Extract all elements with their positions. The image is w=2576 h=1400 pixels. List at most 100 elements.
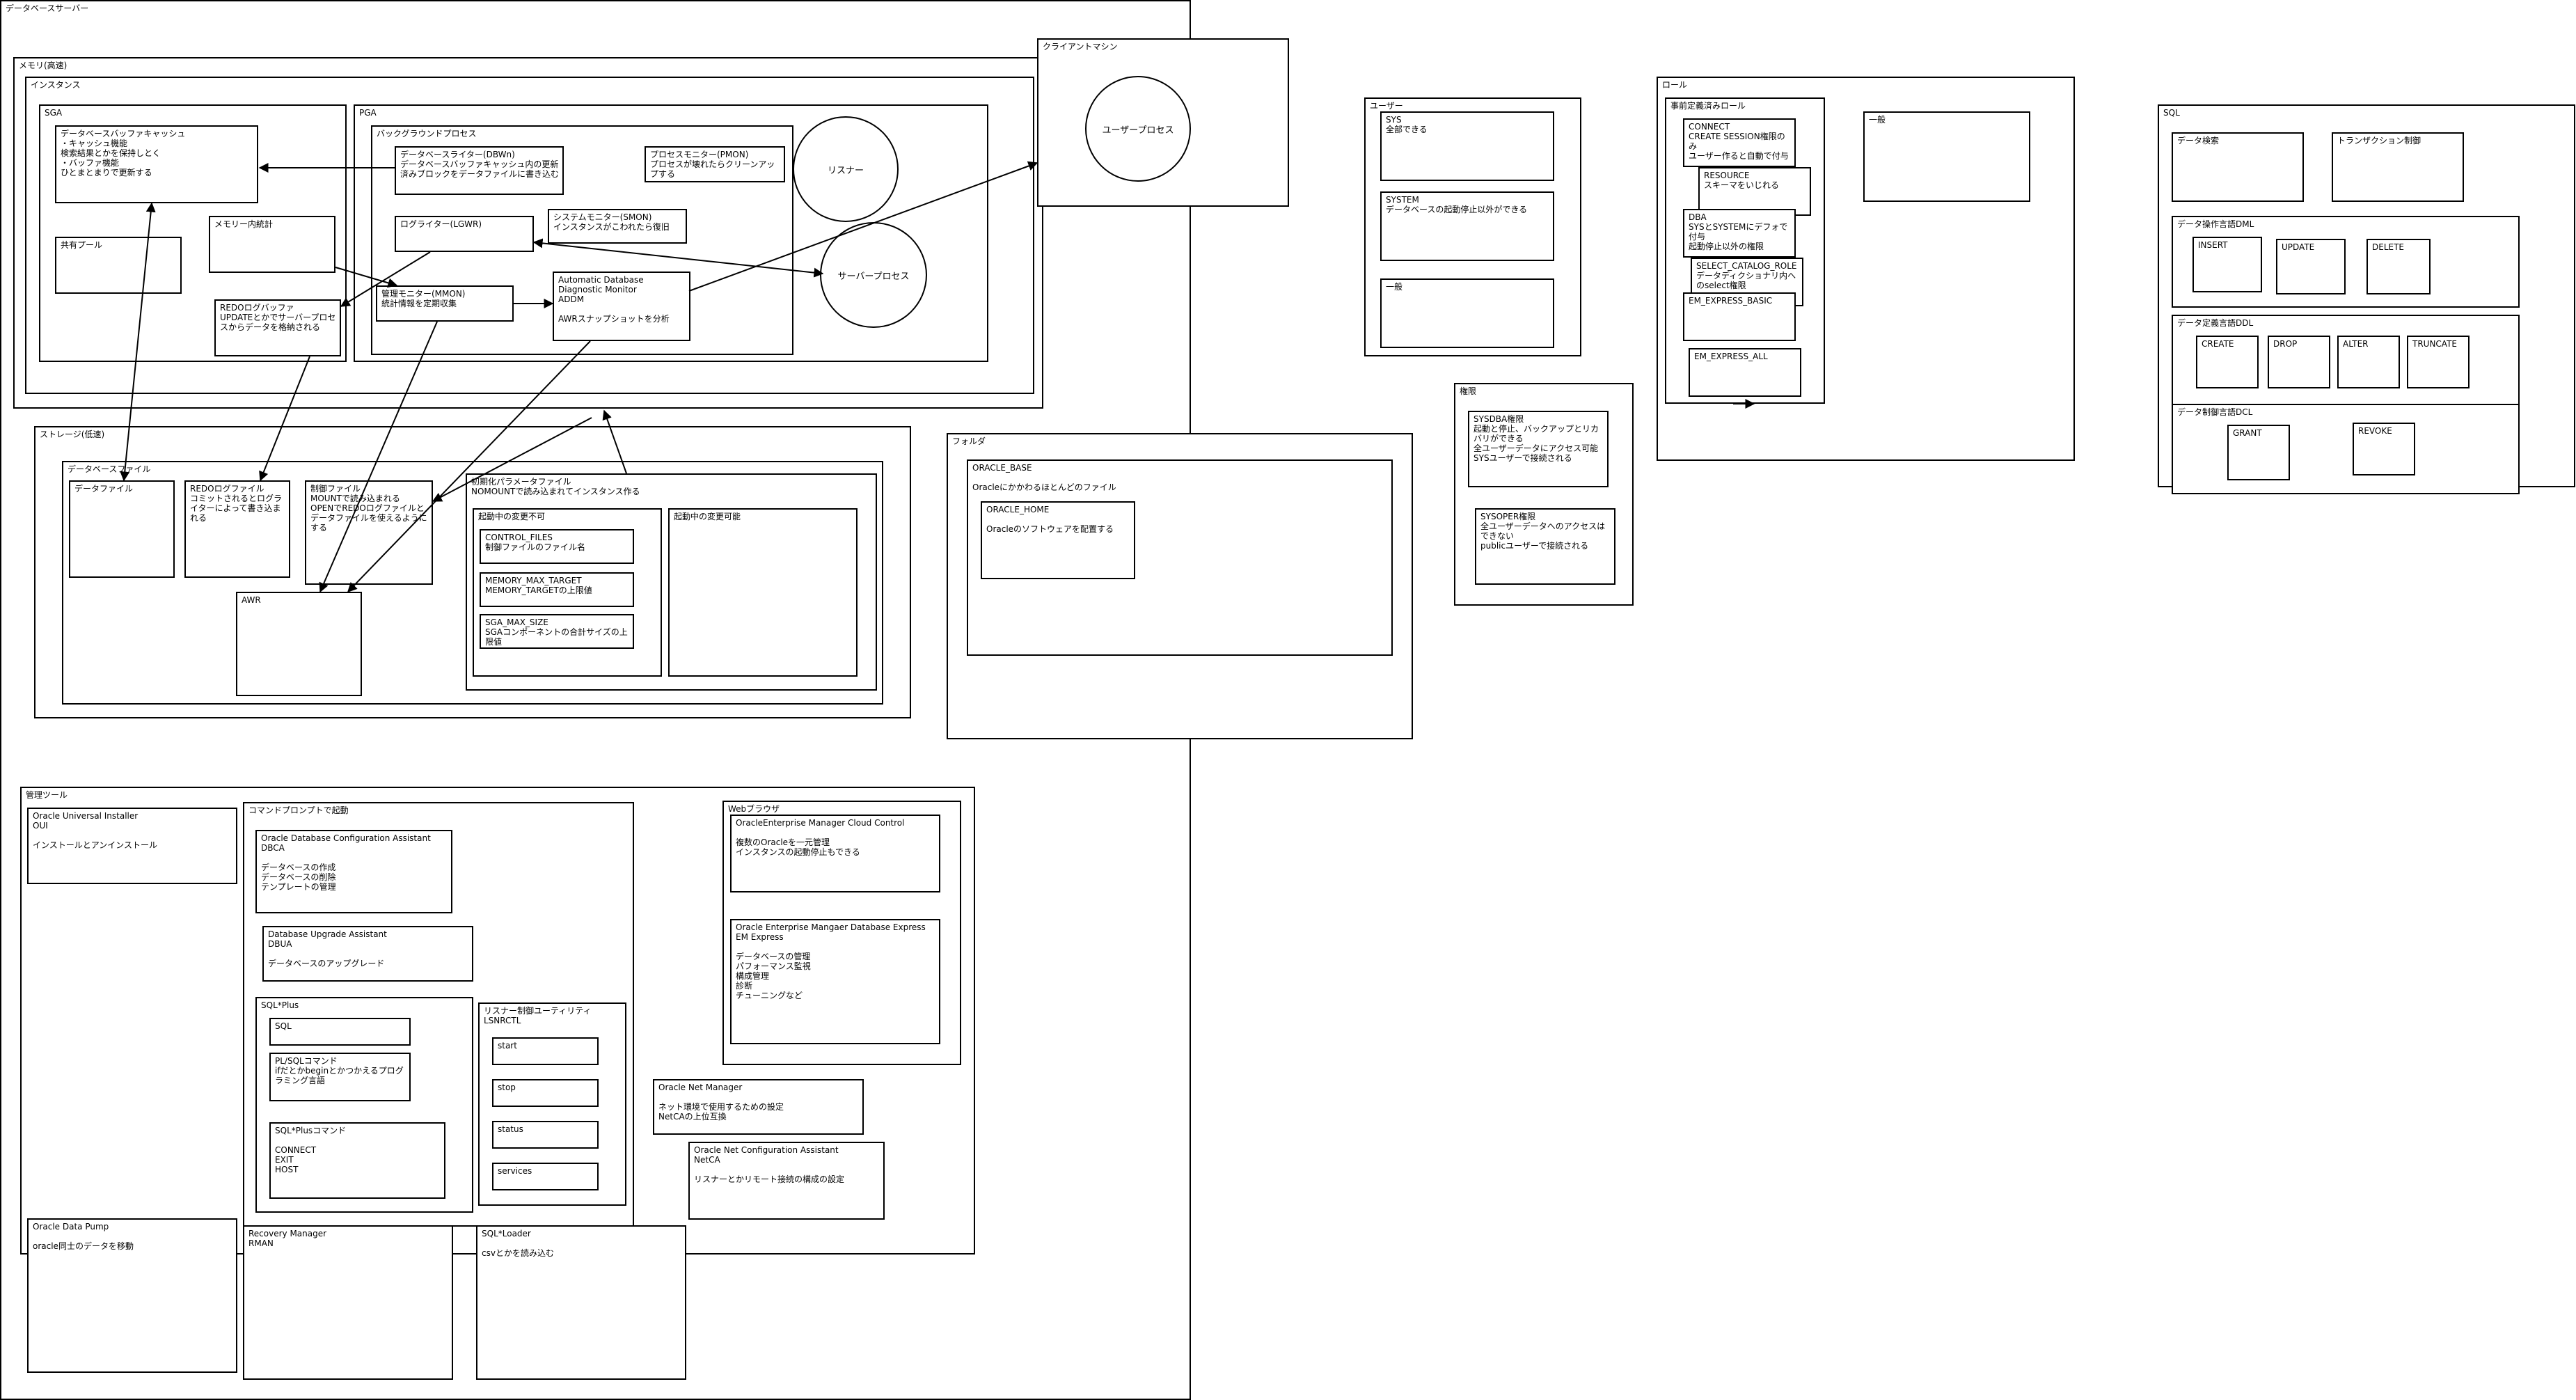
data-file-label: データファイル — [74, 484, 134, 494]
redo-buffer-box: REDOログバッファ UPDATEとかでサーバープロセスからデータを格納される — [214, 299, 341, 356]
dynamic-params-label: 起動中の変更可能 — [674, 512, 741, 521]
data-search-label: データ検索 — [2177, 136, 2220, 145]
dcl-label: データ制御言語DCL — [2177, 407, 2253, 417]
oracle-home-box: ORACLE_HOME Oracleのソフトウェアを配置する — [981, 501, 1135, 579]
redo-file-box: REDOログファイル コミットされるとログライターによって書き込まれる — [184, 480, 290, 578]
insert-box: INSERT — [2192, 237, 2262, 292]
sql-loader-label: SQL*Loader csvとかを読み込む — [482, 1229, 554, 1258]
user-process-label: ユーザープロセス — [1102, 125, 1174, 136]
addm-box: Automatic Database Diagnostic Monitor AD… — [553, 272, 690, 341]
sys-user-label: SYS 全部できる — [1386, 115, 1428, 134]
oui-box: Oracle Universal Installer OUI インストールとアン… — [27, 808, 237, 884]
lsnrctl-start-label: start — [498, 1041, 517, 1051]
create-box: CREATE — [2196, 336, 2259, 388]
system-user-label: SYSTEM データベースの起動停止以外ができる — [1386, 195, 1528, 214]
lsnrctl-label: リスナー制御ユーティリティ LSNRCTL — [484, 1006, 592, 1025]
data-pump-box: Oracle Data Pump oracle同士のデータを移動 — [27, 1218, 237, 1373]
dml-label: データ操作言語DML — [2177, 219, 2254, 229]
lgwr-box: ログライター(LGWR) — [395, 216, 534, 252]
shared-pool-box: 共有プール — [55, 237, 182, 294]
sga-max-size-box: SGA_MAX_SIZE SGAコンポーネントの合計サイズの上限値 — [480, 614, 634, 649]
oracle-base-label: ORACLE_BASE Oracleにかかわるほとんどのファイル — [972, 463, 1116, 492]
em-express-label: Oracle Enterprise Mangaer Database Expre… — [736, 922, 926, 1000]
server-process-label: サーバープロセス — [837, 271, 910, 282]
grant-box: GRANT — [2227, 425, 2290, 480]
lsnrctl-status-box: status — [492, 1121, 599, 1149]
connect-role-box: CONNECT CREATE SESSION権限のみ ユーザー作ると自動で付与 — [1683, 118, 1796, 167]
db-server-label: データベースサーバー — [6, 3, 89, 13]
transaction-control-label: トランザクション制御 — [2337, 136, 2421, 145]
rman-box: Recovery Manager RMAN — [243, 1225, 453, 1380]
netca-label: Oracle Net Configuration Assistant NetCA… — [694, 1145, 845, 1184]
dbwn-label: データベースライター(DBWn) データベースバッファキャッシュ内の更新済みブロ… — [400, 150, 560, 179]
param-file-label: 初期化パラメータファイル NOMOUNTで読み込まれてインスタンス作る — [471, 477, 640, 496]
resource-role-label: RESOURCE スキーマをいじれる — [1704, 171, 1780, 190]
memory-stats-box: メモリー内統計 — [209, 216, 335, 273]
dba-role-label: DBA SYSとSYSTEMにデフォで付与 起動停止以外の権限 — [1689, 212, 1788, 251]
data-pump-label: Oracle Data Pump oracle同士のデータを移動 — [33, 1222, 134, 1251]
shared-pool-label: 共有プール — [61, 240, 103, 250]
static-params-label: 起動中の変更不可 — [478, 512, 546, 521]
em-express-all-label: EM_EXPRESS_ALL — [1694, 352, 1768, 361]
pmon-label: プロセスモニター(PMON) プロセスが壊れたらクリーンアップする — [650, 150, 775, 179]
pga-label: PGA — [359, 108, 377, 118]
predefined-roles-label: 事前定義済みロール — [1670, 101, 1746, 111]
dbwn-box: データベースライター(DBWn) データベースバッファキャッシュ内の更新済みブロ… — [395, 146, 564, 195]
awr-label: AWR — [242, 595, 261, 605]
sga-max-size-label: SGA_MAX_SIZE SGAコンポーネントの合計サイズの上限値 — [485, 618, 628, 647]
control-file-label: 制御ファイル MOUNTで読み込まれる OPENでREDOログファイルとデータフ… — [310, 484, 427, 533]
net-manager-box: Oracle Net Manager ネット環境で使用するための設定 NetCA… — [653, 1079, 864, 1135]
sqlplus-sql-label: SQL — [275, 1021, 292, 1031]
sql-label: SQL — [2163, 108, 2180, 118]
drop-label: DROP — [2273, 339, 2298, 349]
general-role-label: 一般 — [1869, 115, 1886, 125]
select-catalog-role-label: SELECT_CATALOG_ROLE データディクショナリ内へのselect権… — [1696, 261, 1797, 290]
roles-label: ロール — [1662, 80, 1688, 90]
buffer-cache-label: データベースバッファキャッシュ ・キャッシュ機能 検索結果とかを保持しとく ・バ… — [61, 129, 186, 178]
grant-label: GRANT — [2233, 428, 2262, 438]
memory-label: メモリ(高速) — [19, 61, 68, 70]
control-files-param-label: CONTROL_FILES 制御ファイルのファイル名 — [485, 533, 586, 552]
oui-label: Oracle Universal Installer OUI インストールとアン… — [33, 811, 158, 850]
delete-box: DELETE — [2366, 239, 2431, 294]
sqlplus-cmd-box: SQL*Plusコマンド CONNECT EXIT HOST — [269, 1122, 445, 1199]
dcl-container: データ制御言語DCL — [2172, 404, 2520, 494]
truncate-label: TRUNCATE — [2412, 339, 2457, 349]
cmd-prompt-label: コマンドプロンプトで起動 — [248, 805, 349, 815]
truncate-box: TRUNCATE — [2407, 336, 2470, 388]
control-files-param-box: CONTROL_FILES 制御ファイルのファイル名 — [480, 529, 634, 564]
memory-max-target-label: MEMORY_MAX_TARGET MEMORY_TARGETの上限値 — [485, 576, 592, 595]
dynamic-params-container: 起動中の変更可能 — [668, 508, 858, 677]
client-machine-label: クライアントマシン — [1043, 42, 1118, 52]
sys-user-box: SYS 全部できる — [1380, 111, 1554, 181]
net-manager-label: Oracle Net Manager ネット環境で使用するための設定 NetCA… — [658, 1083, 784, 1122]
sqlplus-sql-box: SQL — [269, 1018, 411, 1046]
delete-label: DELETE — [2372, 242, 2405, 252]
lsnrctl-status-label: status — [498, 1124, 523, 1134]
user-process-circle: ユーザープロセス — [1085, 76, 1191, 182]
em-cloud-box: OracleEnterprise Manager Cloud Control 複… — [730, 815, 940, 892]
lgwr-label: ログライター(LGWR) — [400, 219, 482, 229]
privileges-label: 権限 — [1460, 386, 1477, 396]
lsnrctl-stop-box: stop — [492, 1079, 599, 1107]
rman-label: Recovery Manager RMAN — [248, 1229, 327, 1248]
em-cloud-label: OracleEnterprise Manager Cloud Control 複… — [736, 818, 905, 857]
buffer-cache-box: データベースバッファキャッシュ ・キャッシュ機能 検索結果とかを保持しとく ・バ… — [55, 125, 258, 203]
general-user-box: 一般 — [1380, 278, 1554, 348]
data-search-box: データ検索 — [2172, 132, 2304, 202]
server-process-circle: サーバープロセス — [820, 222, 927, 328]
control-file-box: 制御ファイル MOUNTで読み込まれる OPENでREDOログファイルとデータフ… — [305, 480, 433, 585]
mmon-box: 管理モニター(MMON) 統計情報を定期収集 — [376, 285, 514, 322]
admin-tools-label: 管理ツール — [26, 790, 68, 800]
web-browser-label: Webブラウザ — [728, 804, 780, 814]
sysdba-box: SYSDBA権限 起動と停止、バックアップとリカバリができる 全ユーザーデータに… — [1468, 411, 1609, 487]
general-role-box: 一般 — [1863, 111, 2030, 202]
general-user-label: 一般 — [1386, 282, 1403, 292]
alter-label: ALTER — [2343, 339, 2369, 349]
sysdba-label: SYSDBA権限 起動と停止、バックアップとリカバリができる 全ユーザーデータに… — [1473, 414, 1599, 463]
memory-stats-label: メモリー内統計 — [214, 219, 274, 229]
smon-box: システムモニター(SMON) インスタンスがこわれたら復旧 — [548, 209, 687, 244]
sqlplus-label: SQL*Plus — [261, 1000, 299, 1010]
dbua-box: Database Upgrade Assistant DBUA データベースのア… — [262, 926, 473, 982]
